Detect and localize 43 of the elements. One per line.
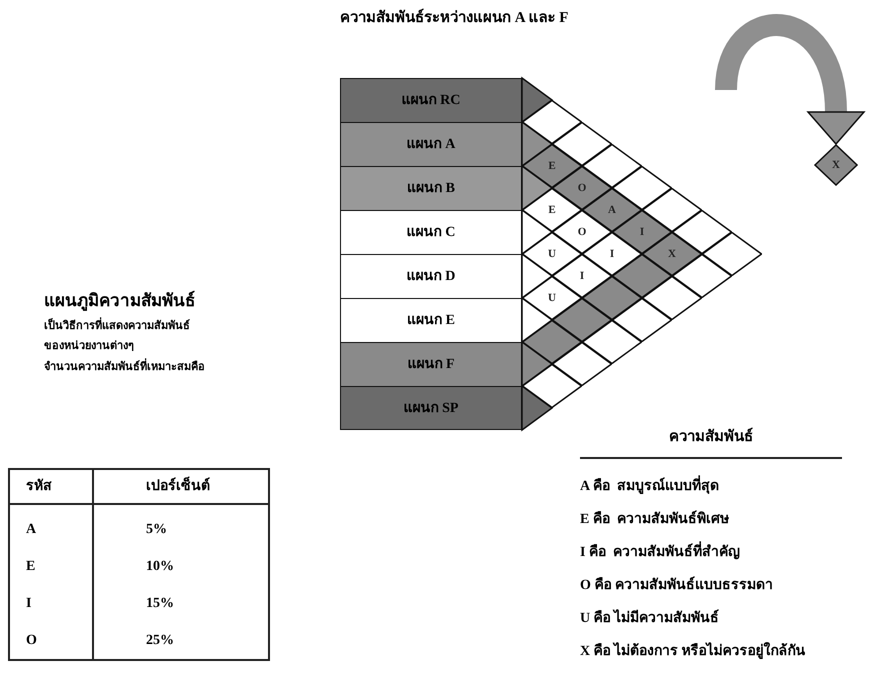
relationship-code: X — [668, 248, 676, 260]
code-letter: E — [10, 548, 94, 585]
key-definition: A คือ สมบูรณ์แบบที่สุด — [580, 476, 806, 497]
code-letter: I — [10, 585, 94, 622]
description-line: จำนวนความสัมพันธ์ที่เหมาะสมคือ — [44, 358, 205, 375]
relationship-code: O — [578, 182, 586, 194]
relationship-code: U — [548, 248, 556, 260]
section-heading: แผนภูมิความสัมพันธ์ — [44, 290, 196, 313]
relationship-code: E — [548, 160, 556, 172]
department-name: แผนก F — [407, 356, 455, 374]
department-name: แผนก C — [406, 224, 456, 242]
description-line: เป็นวิธีการที่แสดงความสัมพันธ์ — [44, 318, 205, 334]
key-definition: O คือ ความสัมพันธ์แบบธรรมดา — [580, 576, 774, 595]
percent-value: 15% — [145, 595, 175, 613]
percent-value: 10% — [145, 558, 175, 576]
column-header: รหัส — [10, 470, 94, 505]
key-definition: I คือ ความสัมพันธ์ที่สำคัญ — [580, 542, 806, 563]
department-name: แผนก A — [406, 136, 456, 154]
description-line: ของหน่วยงานต่างๆ — [44, 339, 135, 354]
percent-value: 25% — [145, 632, 175, 650]
department-name: แผนก D — [406, 268, 456, 286]
percent-value: 5% — [145, 521, 168, 539]
key-definition: U คือ ไม่มีความสัมพันธ์ — [580, 608, 720, 628]
relationship-code: X — [832, 160, 840, 170]
column-header: เปอร์เซ็นต์ — [94, 470, 268, 505]
code-letter: A — [10, 505, 94, 548]
chart-title: ความสัมพันธ์ระหว่างแผนก A และ F — [340, 10, 568, 26]
relationship-code: I — [580, 270, 584, 282]
department-name: แผนก SP — [404, 400, 458, 418]
department-name: แผนก RC — [402, 92, 460, 110]
relationship-code: O — [578, 226, 586, 238]
relationship-code: A — [608, 204, 616, 216]
relationship-code: I — [610, 248, 614, 260]
key-definition: E คือ ความสัมพันธ์พิเศษ — [580, 510, 730, 529]
relationship-code: U — [548, 292, 556, 304]
code-letter: O — [10, 622, 94, 659]
relationship-code: I — [640, 226, 644, 238]
department-name: แผนก E — [407, 312, 455, 330]
key-heading: ความสัมพันธ์ — [669, 426, 753, 447]
department-name: แผนก B — [407, 180, 455, 198]
key-definition: X คือ ไม่ต้องการ หรือไม่ควรอยู่ใกล้กัน — [580, 641, 806, 661]
curved-arrow — [715, 14, 865, 145]
relationship-code: E — [548, 204, 556, 216]
